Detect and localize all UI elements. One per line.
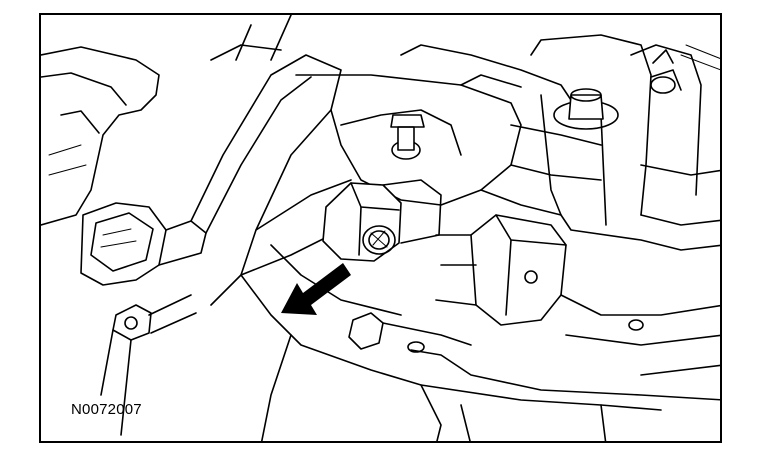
hex-fitting [322,179,442,262]
lower-pan [240,244,720,441]
right-cylinders [530,34,720,251]
linkage-rod [190,15,352,306]
diagram-frame: N0072007 [39,13,722,443]
figure-id-label: N0072007 [71,401,142,418]
mechanical-illustration [41,15,720,441]
left-bolt-head [80,202,207,286]
left-housing [41,46,160,226]
lower-left-bracket [100,294,197,436]
pointer-arrow [281,263,351,315]
small-bolt-upper [390,114,425,160]
valve-body [295,44,602,216]
rectangular-block [435,214,567,326]
